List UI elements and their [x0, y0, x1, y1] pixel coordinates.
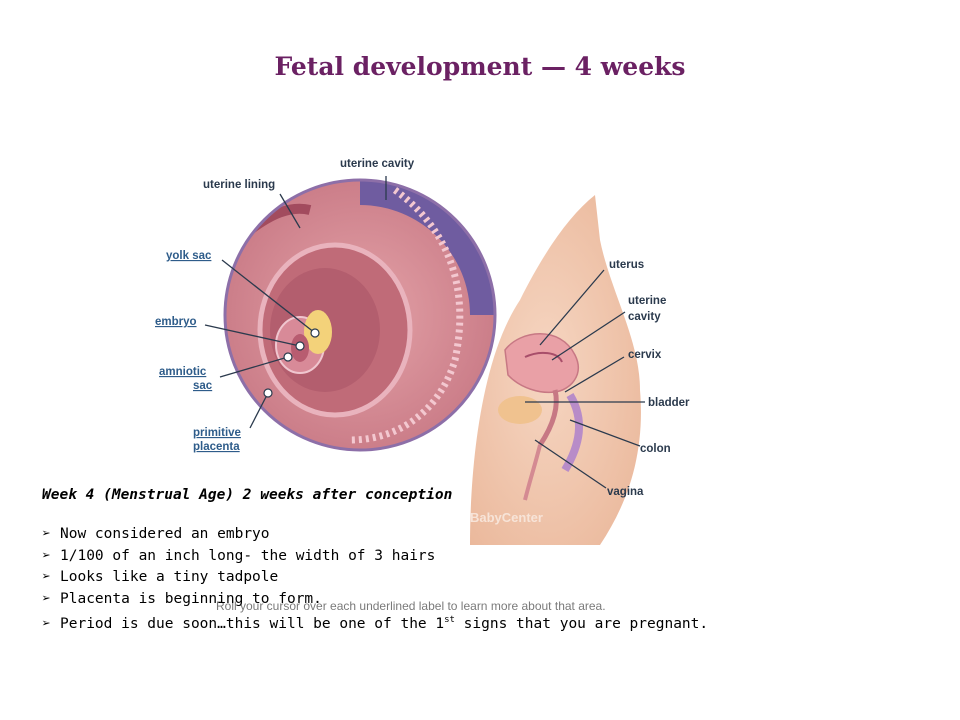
inset-callout-dots	[263, 328, 320, 398]
bullet-item: ➢ Period is due soon…this will be one of …	[42, 610, 922, 635]
bullet-item: ➢ Looks like a tiny tadpole	[42, 567, 922, 589]
bullet-text-tail: signs that you are pregnant.	[454, 615, 709, 632]
caption-subtitle: Week 4 (Menstrual Age) 2 weeks after con…	[42, 487, 453, 503]
cervix-shape	[537, 389, 559, 447]
label-primitive-placenta-line1[interactable]: primitive	[193, 427, 241, 439]
bullet-arrow-icon: ➢	[42, 547, 51, 564]
bullet-superscript: st	[444, 615, 455, 625]
label-embryo[interactable]: embryo	[155, 316, 197, 328]
uterus-shape	[504, 333, 579, 394]
bullet-arrow-icon: ➢	[42, 590, 51, 607]
label-uterine-cavity-inset: uterine cavity	[340, 158, 415, 170]
slide-title: Fetal development — 4 weeks	[274, 52, 686, 81]
bullet-item: ➢ Now considered an embryo	[42, 524, 922, 546]
label-cervix: cervix	[628, 349, 662, 361]
rollover-hint-text: Roll your cursor over each underlined la…	[216, 599, 606, 613]
watermark-babycenter: BabyCenter	[470, 510, 543, 525]
bullet-text: Placenta is beginning to form.	[60, 590, 322, 607]
bullet-arrow-icon: ➢	[42, 569, 51, 585]
bullet-item: ➢ Placenta is beginning to form.	[42, 589, 922, 611]
label-bladder: bladder	[648, 397, 690, 409]
body-callouts	[525, 269, 645, 489]
uterine-cavity-shape	[524, 351, 563, 363]
label-uterine-cavity-line2: cavity	[628, 311, 661, 323]
bullet-text: Looks like a tiny tadpole	[60, 569, 279, 585]
bullet-text: Now considered an embryo	[60, 526, 270, 542]
label-vagina: vagina	[607, 486, 644, 498]
bullet-arrow-icon: ➢	[42, 526, 51, 542]
bullet-arrow-icon: ➢	[42, 615, 51, 632]
bullet-item: ➢ 1/100 of an inch long- the width of 3 h…	[42, 546, 922, 568]
bladder-shape	[498, 396, 542, 424]
label-uterus: uterus	[609, 259, 644, 271]
bullet-text: 1/100 of an inch long- the width of 3 ha…	[60, 547, 436, 564]
caption-block: Week 4 (Menstrual Age) 2 weeks after con…	[42, 487, 922, 635]
bullet-text: Period is due soon…this will be one of t…	[60, 615, 445, 632]
label-amniotic-sac-line2[interactable]: sac	[193, 380, 213, 392]
vagina-shape	[523, 444, 542, 501]
label-uterine-lining: uterine lining	[203, 179, 275, 191]
label-colon: colon	[640, 443, 671, 455]
label-uterine-cavity-line1: uterine	[628, 295, 666, 307]
label-amniotic-sac-line1[interactable]: amniotic	[159, 366, 207, 378]
inset-border	[223, 178, 497, 452]
inset-callouts	[204, 176, 387, 429]
label-primitive-placenta-line2[interactable]: placenta	[193, 441, 240, 453]
inset-magnified-view	[225, 180, 495, 450]
label-yolk-sac[interactable]: yolk sac	[166, 250, 212, 262]
